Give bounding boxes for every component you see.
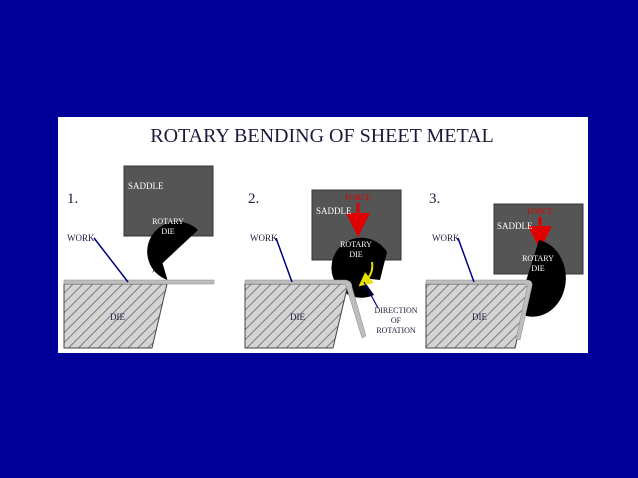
panel-2: 2. FORCE SADDLE ROTARY DIE DIE WORK DIRE… [244, 189, 418, 349]
rotary-die-label-line1: ROTARY [522, 254, 554, 263]
rotation-arrow [358, 261, 374, 287]
panel-1: 1. SADDLE ROTARY DIE DIE WORK [63, 165, 215, 349]
saddle-label: SADDLE [128, 181, 164, 191]
work-sheet [63, 279, 215, 285]
work-label: WORK [432, 233, 460, 243]
rotary-die-label-line2: DIE [349, 250, 362, 259]
saddle-label: SADDLE [497, 221, 533, 231]
rotary-die-label-line2: DIE [161, 227, 174, 236]
rotary-die [147, 221, 198, 280]
work-leader [275, 237, 293, 283]
work-label: WORK [67, 233, 95, 243]
work-leader [457, 237, 475, 283]
work-sheet [425, 279, 533, 341]
direction-label-line3: ROTATION [376, 326, 416, 335]
rotary-die [520, 240, 566, 317]
direction-label-line1: DIRECTION [374, 306, 417, 315]
rotary-die-label-line1: ROTARY [152, 217, 184, 226]
force-label: FORCE [527, 207, 553, 216]
panel-3: 3. FORCE SADDLE ROTARY DIE DIE WORK [425, 191, 584, 349]
work-sheet [244, 279, 367, 339]
rotary-die-label-line1: ROTARY [340, 240, 372, 249]
step-number: 1. [67, 191, 78, 207]
work-label: WORK [250, 233, 278, 243]
rotary-die-label-line2: DIE [531, 264, 544, 273]
diagram-title: ROTARY BENDING OF SHEET METAL [150, 125, 493, 147]
force-label: FORCE [345, 193, 371, 202]
die-label: DIE [110, 312, 125, 322]
die-label: DIE [290, 312, 305, 322]
saddle-label: SADDLE [316, 206, 352, 216]
step-number: 3. [429, 191, 440, 207]
die-label: DIE [472, 312, 487, 322]
work-leader [93, 237, 129, 283]
direction-label-line2: OF [391, 316, 402, 325]
step-number: 2. [248, 191, 259, 207]
direction-leader [363, 281, 379, 309]
